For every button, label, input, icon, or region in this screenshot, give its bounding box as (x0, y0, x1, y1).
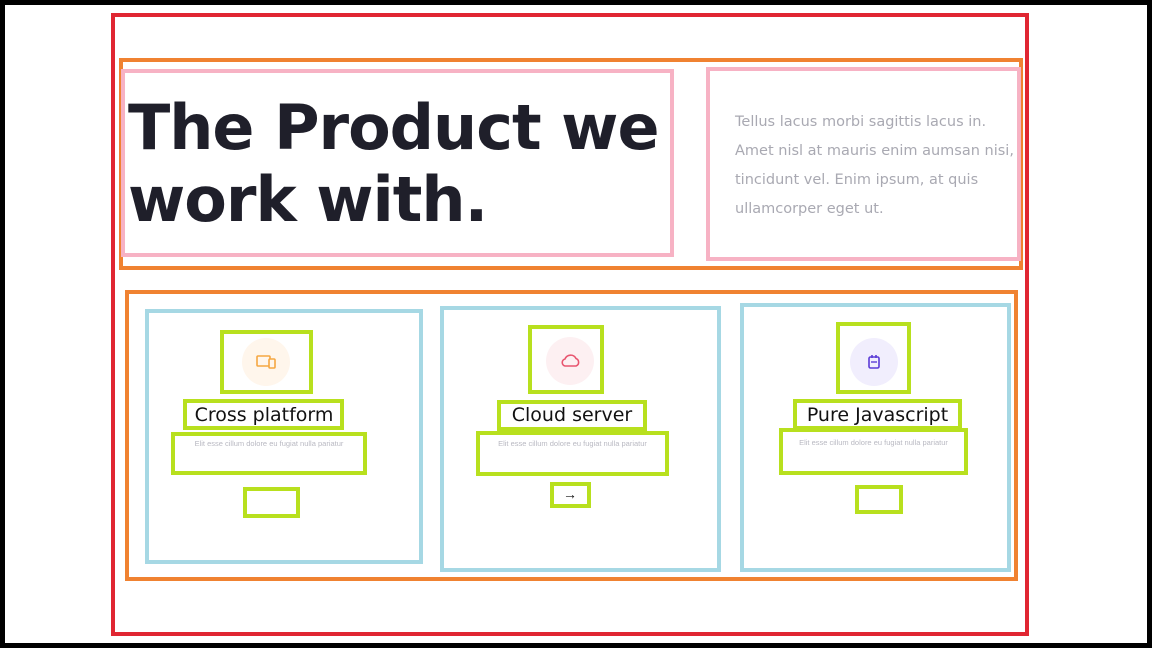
arrow-right-icon[interactable]: → (563, 486, 577, 502)
feature-icon-box (836, 322, 911, 394)
feature-link-button[interactable] (855, 485, 903, 514)
feature-desc-box (779, 428, 968, 475)
feature-title: Cross platform (194, 404, 334, 426)
feature-description: Elit esse cillum dolore eu fugiat nulla … (194, 439, 344, 448)
intro-text: Tellus lacus morbi sagittis lacus in. Am… (735, 114, 1014, 217)
feature-link-button[interactable] (550, 482, 591, 508)
feature-title: Pure Javascript (806, 404, 949, 426)
feature-link-button[interactable] (243, 487, 300, 518)
feature-title-box (183, 399, 344, 430)
feature-title-box (497, 400, 647, 431)
feature-desc-box (476, 431, 669, 476)
page-title-line-2: work with. (128, 163, 488, 236)
page-title: The Product we work with. (128, 92, 688, 236)
cloud-icon (546, 337, 594, 385)
feature-icon-box (528, 325, 604, 394)
devices-icon (242, 338, 290, 386)
feature-description: Elit esse cillum dolore eu fugiat nulla … (799, 438, 948, 447)
feature-description: Elit esse cillum dolore eu fugiat nulla … (498, 439, 647, 448)
features-block (125, 290, 1018, 581)
intro-block (706, 67, 1021, 261)
feature-desc-box (171, 432, 367, 475)
javascript-icon (850, 338, 898, 386)
page-title-line-1: The Product we (128, 91, 659, 164)
feature-title: Cloud server (511, 404, 633, 426)
feature-icon-box (220, 330, 313, 394)
headline-block (121, 69, 674, 257)
page-section (111, 13, 1029, 636)
